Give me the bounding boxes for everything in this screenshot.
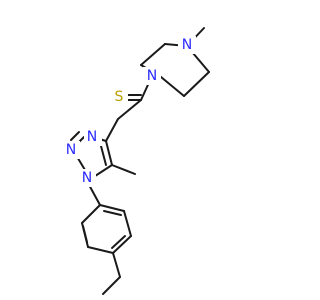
atom-n3-triazole: N xyxy=(87,129,97,145)
bond-tri-c4-c5 xyxy=(105,140,113,166)
bond-ph-inner-3 xyxy=(82,225,88,243)
atom-s-thione: S xyxy=(115,89,124,105)
atom-n2-triazole: N xyxy=(66,142,76,158)
bond-pip-2 xyxy=(183,71,210,97)
bond-ph-2 xyxy=(123,210,132,237)
bond-ethyl-1 xyxy=(112,252,121,278)
bond-c-ch2 xyxy=(117,99,142,120)
bond-pip-5 xyxy=(140,43,166,66)
bond-ph-inner-1 xyxy=(103,210,122,216)
atom-n-piperazine-methyl: N xyxy=(182,37,192,53)
atom-n1-triazole: N xyxy=(82,170,92,186)
bond-c5-methyl xyxy=(111,164,136,175)
bonds xyxy=(70,27,210,295)
molecule-structure: N N S N N N xyxy=(62,27,210,295)
bond-ph-4 xyxy=(87,246,114,254)
bond-ch2-triazole xyxy=(105,118,119,142)
bond-ph-1 xyxy=(99,204,125,212)
bond-ethyl-2 xyxy=(102,276,121,295)
atom-labels: N N S N N N xyxy=(62,36,196,187)
atom-n-piperazine-amide: N xyxy=(147,68,157,84)
bond-tri-n2-n3-b xyxy=(70,131,80,141)
bond-ph-3 xyxy=(112,235,132,254)
bond-ph-6 xyxy=(81,204,101,224)
bond-ph-inner-2 xyxy=(111,235,126,249)
bond-tri-c4-c5-b xyxy=(100,145,107,166)
bond-pip-3 xyxy=(160,76,185,97)
